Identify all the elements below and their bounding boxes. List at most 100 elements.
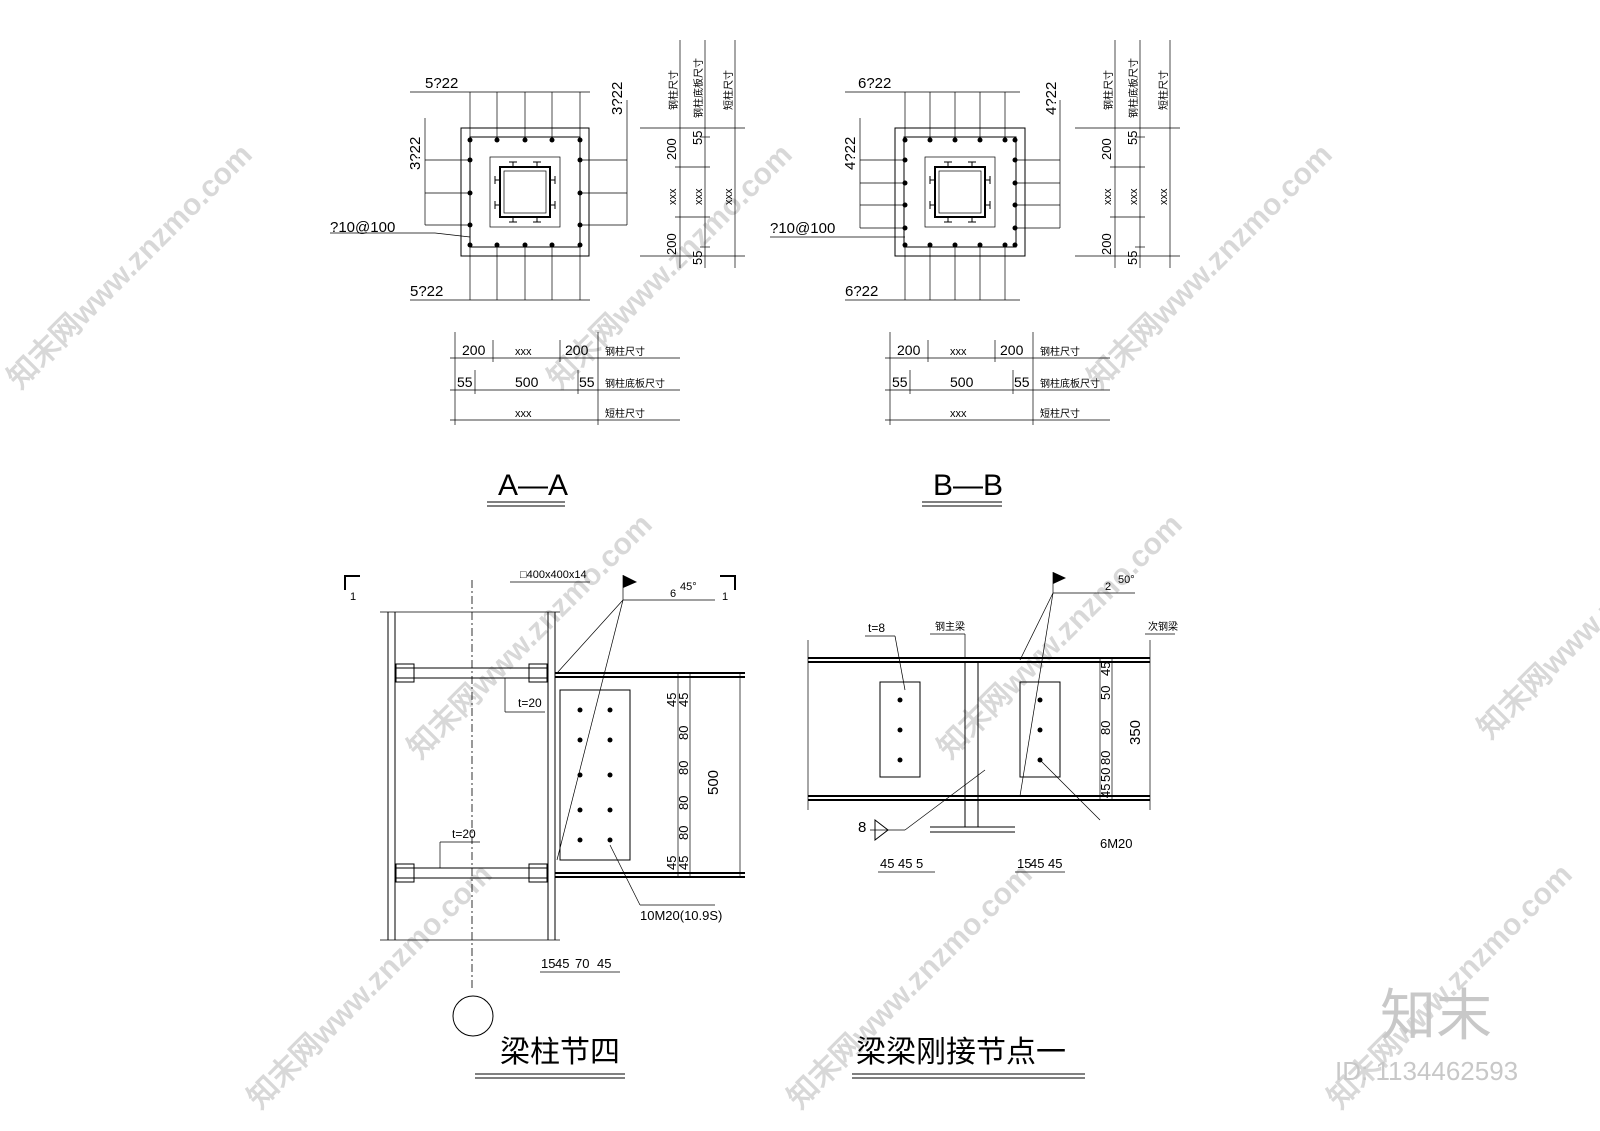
dim-label: 短柱尺寸 <box>605 407 645 420</box>
plate-thickness-label: t=20 <box>452 827 476 841</box>
bolts-label: 10M20(10.9S) <box>640 908 722 923</box>
dim-text: 45 <box>880 856 894 871</box>
beam-beam-title: 梁梁刚接节点一 <box>856 1036 1066 1069</box>
dim-text: 55 <box>1125 251 1140 265</box>
steel-column-inner <box>503 170 547 214</box>
steel-column-box <box>934 166 986 218</box>
dim-text: xxx <box>693 188 705 205</box>
dim-text: 200 <box>565 342 589 358</box>
section-a-horizontal-dims: 200 xxx 200 55 500 55 xxx 钢柱尺寸 钢柱底板尺寸 短柱… <box>450 332 680 425</box>
dim-text: 45 <box>664 693 679 707</box>
dim-label: 钢柱底板尺寸 <box>1040 377 1100 390</box>
beam-column-title: 梁柱节四 <box>500 1036 620 1069</box>
dim-label: 短柱尺寸 <box>722 70 735 110</box>
dim-text: 45 <box>555 956 569 971</box>
bolts-label: 6M20 <box>1100 836 1133 851</box>
dim-text: 15 <box>541 956 555 971</box>
dim-text: 80 <box>1098 751 1113 765</box>
rebar-leaders-bottom <box>410 245 590 301</box>
main-beam-label: 钢主梁 <box>935 620 965 633</box>
section-mark-left <box>344 575 360 590</box>
rebar-leaders-top <box>845 91 1020 140</box>
rebar-dots <box>902 137 1018 248</box>
dim-label: 钢柱底板尺寸 <box>1127 58 1140 118</box>
dim-text: 80 <box>1098 721 1113 735</box>
stirrup-leader <box>434 232 471 238</box>
dim-label: 钢柱尺寸 <box>667 70 680 110</box>
dim-text: 200 <box>1099 233 1114 255</box>
dim-text: 200 <box>897 342 921 358</box>
dim-text: xxx <box>667 188 679 205</box>
dim-text: xxx <box>1158 188 1170 205</box>
stirrup-label: ?10@100 <box>330 219 395 236</box>
dim-text: 55 <box>690 131 705 145</box>
section-b-vertical-dims: 200 xxx 200 55 xxx 55 xxx 钢柱尺寸 钢柱底板尺寸 短柱… <box>1075 40 1180 268</box>
dim-text: 5 <box>916 856 923 871</box>
section-mark-right <box>720 575 736 590</box>
dim-text: 200 <box>1000 342 1024 358</box>
dim-text: 55 <box>579 374 595 390</box>
dim-total: 500 <box>705 770 722 795</box>
right-bars-label: 4?22 <box>1043 82 1060 115</box>
section-a-plan: 5?22 3?22 3?22 ?10@100 5?22 <box>330 75 628 301</box>
dim-text: 70 <box>575 956 589 971</box>
bolt-group <box>577 707 613 843</box>
dim-text: xxx <box>515 346 532 358</box>
dim-total: 350 <box>1127 720 1144 745</box>
beam-beam-node: 2 50° t=8 钢主梁 次钢梁 8 6M20 45 50 80 80 50 … <box>807 572 1178 873</box>
dim-text: 45 <box>676 856 691 870</box>
short-column-outline <box>460 127 590 257</box>
dim-text: 45 <box>676 693 691 707</box>
dim-text: 50 <box>1098 686 1113 700</box>
dim-text: 50 <box>1098 768 1113 782</box>
short-column-outline <box>894 127 1026 257</box>
dim-text: 15 <box>1017 856 1031 871</box>
dim-text: xxx <box>723 188 735 205</box>
right-bars-label: 3?22 <box>609 82 626 115</box>
dim-text: 55 <box>892 374 908 390</box>
dim-text: 45 <box>1030 856 1044 871</box>
stirrup-outer <box>469 136 581 248</box>
dim-text: xxx <box>515 408 532 420</box>
dim-text: 200 <box>462 342 486 358</box>
dim-text: 80 <box>676 826 691 840</box>
watermark-text: 知末网www.znzmo.com <box>782 858 1039 1115</box>
dim-text: 45 <box>597 956 611 971</box>
dim-text: 80 <box>676 761 691 775</box>
weld-angle: 50° <box>1118 574 1135 586</box>
dim-text: 45 <box>1048 856 1062 871</box>
section-b-plan: 6?22 4?22 4?22 ?10@100 6?22 <box>770 75 1061 301</box>
dim-text: 55 <box>1014 374 1030 390</box>
shear-studs <box>494 161 556 223</box>
section-a-vertical-dims: 200 xxx 200 55 xxx 55 xxx 钢柱尺寸 钢柱底板尺寸 短柱… <box>640 40 745 268</box>
splice-plate-left <box>879 681 921 778</box>
section-b-title: B—B <box>933 469 1003 502</box>
dim-text: 200 <box>1099 138 1114 160</box>
shear-studs <box>929 161 991 223</box>
rebar-leaders-right <box>580 100 628 226</box>
stirrup-outer <box>903 136 1017 248</box>
dim-label: 钢柱底板尺寸 <box>605 377 665 390</box>
rebar-leaders-left <box>424 118 470 226</box>
dim-text: 500 <box>515 374 539 390</box>
dim-label: 短柱尺寸 <box>1040 407 1080 420</box>
dim-label: 短柱尺寸 <box>1157 70 1170 110</box>
dim-text: 500 <box>950 374 974 390</box>
dim-text: xxx <box>950 346 967 358</box>
base-plate <box>924 156 996 228</box>
dim-text: 80 <box>676 726 691 740</box>
splice-plate-right <box>1019 681 1061 778</box>
section-b-horizontal-dims: 200 xxx 200 55 500 55 xxx 钢柱尺寸 钢柱底板尺寸 短柱… <box>885 332 1110 425</box>
weld-symbol: 6 <box>670 588 676 600</box>
column-label: □400x400x14 <box>520 569 587 581</box>
left-bars-label: 3?22 <box>407 137 424 170</box>
watermark-text: 知末网www.znzmo.com <box>402 508 659 765</box>
rebar-leaders-left <box>859 118 905 229</box>
stirrup-label: ?10@100 <box>770 220 835 237</box>
steel-column-box <box>499 166 551 218</box>
watermark-text: 知末网www.znzmo.com <box>1082 138 1339 395</box>
dim-text: 55 <box>1125 131 1140 145</box>
dim-text: 200 <box>664 233 679 255</box>
weld-angle: 45° <box>680 581 697 593</box>
dim-text: 80 <box>676 796 691 810</box>
